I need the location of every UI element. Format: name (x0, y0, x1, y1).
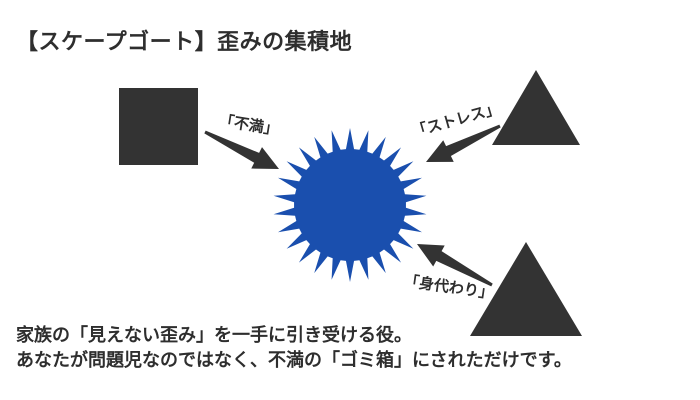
triangle-bottom-right-shape (470, 242, 582, 336)
footer-line-1: 家族の「見えない歪み」を一手に引き受ける役。 (16, 325, 412, 345)
arrow-stress (426, 124, 501, 162)
square-shape (119, 88, 198, 165)
arrow-migawari (417, 244, 493, 287)
footer-line-2: あなたが問題児なのではなく、不満の「ゴミ箱」にされただけです。 (16, 350, 572, 370)
footer-text: 家族の「見えない歪み」を一手に引き受ける役。 あなたが問題児なのではなく、不満の… (16, 323, 572, 373)
arrow-fuman (204, 130, 279, 169)
page-title: 【スケープゴート】歪みの集積地 (16, 29, 353, 54)
triangle-top-right-shape (492, 70, 580, 145)
starburst-shape (273, 128, 427, 282)
